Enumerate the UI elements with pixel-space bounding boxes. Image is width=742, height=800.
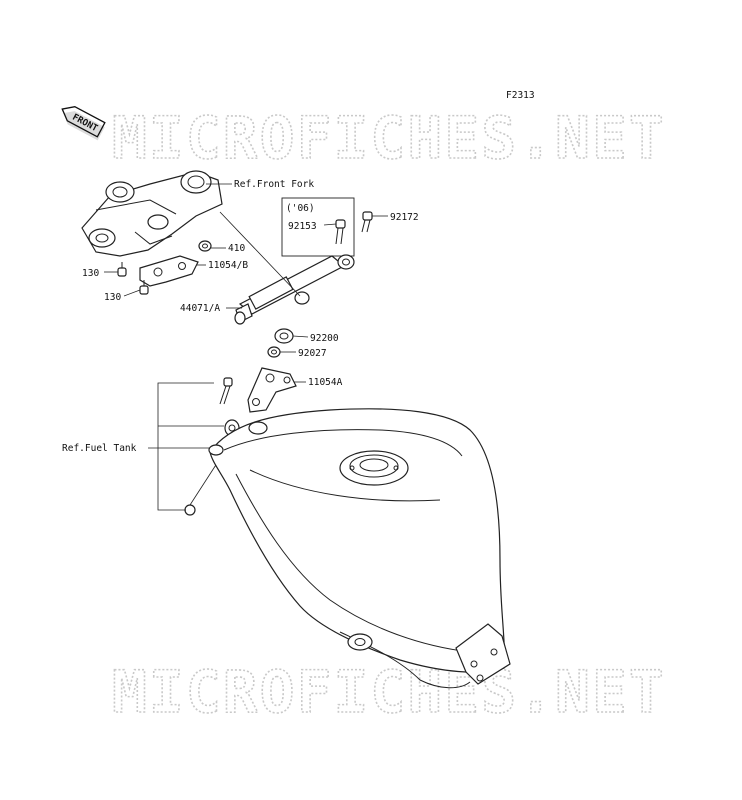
label-92200: 92200 xyxy=(310,333,339,344)
collar-92027 xyxy=(267,346,281,358)
nut-tank-lower xyxy=(184,504,196,516)
triple-clamp xyxy=(81,170,223,257)
label-ref-front-fork: Ref.Front Fork xyxy=(234,179,314,190)
bushing-92200 xyxy=(274,328,294,344)
fuel-tank-callout-bracket xyxy=(148,382,224,511)
label-92027: 92027 xyxy=(298,348,327,359)
watermark-bottom: MICROFICHES.NET xyxy=(112,658,666,726)
label-92153: 92153 xyxy=(288,221,317,232)
label-92172: 92172 xyxy=(390,212,419,223)
variant-box xyxy=(281,197,355,257)
label-130-a: 130 xyxy=(82,268,99,279)
label-ref-fuel-tank: Ref.Fuel Tank xyxy=(62,443,137,454)
bracket-11054a xyxy=(247,367,297,413)
leader-lines xyxy=(104,183,388,383)
label-44071a: 44071/A xyxy=(180,303,220,314)
bracket-11054b xyxy=(139,255,199,287)
label-410: 410 xyxy=(228,243,245,254)
steering-damper-44071a xyxy=(219,211,355,325)
fuel-tank xyxy=(208,408,511,689)
label-11054a: 11054A xyxy=(308,377,343,388)
washer-410 xyxy=(198,240,212,252)
label-11054b: 11054/B xyxy=(208,260,248,271)
label-130-b: 130 xyxy=(104,292,121,303)
bolt-130-a xyxy=(117,262,127,277)
bolt-tank-upper xyxy=(219,377,233,405)
bolt-92172 xyxy=(361,211,373,233)
watermark-top: MICROFICHES.NET xyxy=(112,104,666,172)
front-direction-badge: FRONT xyxy=(61,106,106,141)
variant-note: ('06) xyxy=(286,203,315,214)
bolt-92153 xyxy=(335,219,346,245)
figure-code: F2313 xyxy=(506,90,535,101)
